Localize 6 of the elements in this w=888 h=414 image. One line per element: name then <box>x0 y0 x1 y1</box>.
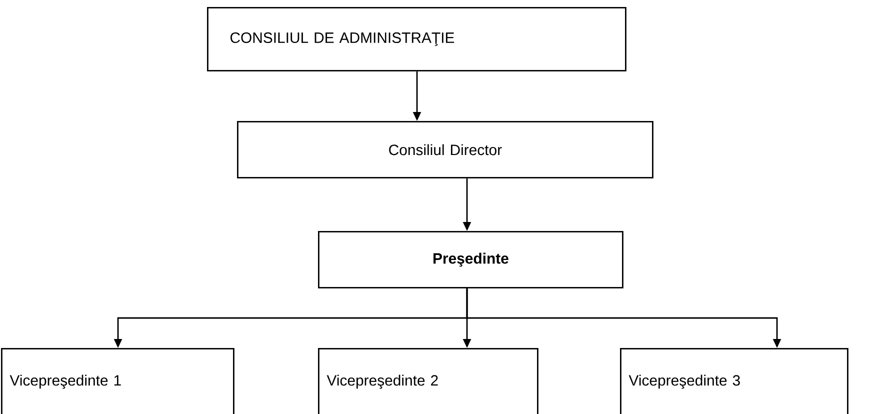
org-box: CONSILIUL DE ADMINISTRAŢIE <box>207 7 626 72</box>
org-box: Preşedinte <box>318 231 624 288</box>
org-box: Vicepreşedinte 2 <box>318 348 538 414</box>
org-box: Vicepreşedinte 1 <box>1 348 234 414</box>
org-box: Vicepreşedinte 3 <box>620 348 848 414</box>
org-box: Consiliul Director <box>237 121 654 178</box>
